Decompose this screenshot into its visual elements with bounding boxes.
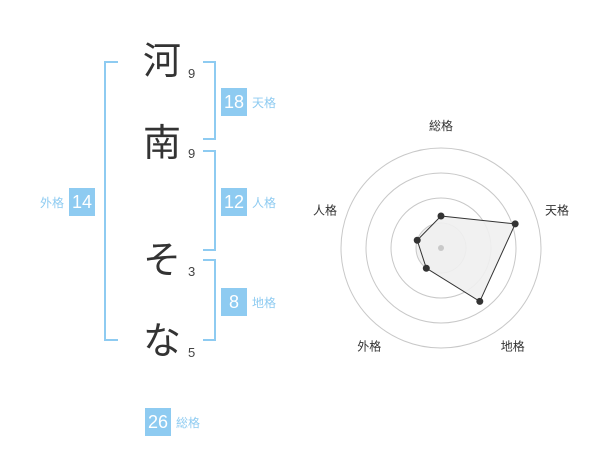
gaikaku-bracket — [104, 61, 118, 341]
jinkaku-score: 12 人格 — [221, 188, 276, 216]
chikaku-value: 8 — [221, 288, 247, 316]
name-char-3: そ — [142, 238, 181, 282]
tenkaku-value: 18 — [221, 88, 248, 116]
gaikaku-value: 14 — [69, 188, 96, 216]
soukaku-label: 総格 — [176, 415, 201, 430]
stroke-count-1: 9 — [188, 66, 196, 81]
tenkaku-bracket — [203, 61, 216, 140]
soukaku-score: 26 総格 — [145, 408, 200, 436]
name-char-1: 河 — [142, 39, 181, 83]
stroke-count-2: 9 — [188, 146, 196, 161]
name-char-2: 南 — [142, 121, 181, 165]
radar-axis-label-4: 外格 — [357, 339, 381, 354]
stroke-count-3: 3 — [188, 264, 196, 279]
radar-ring-3 — [365, 172, 517, 324]
radar-point-4 — [422, 264, 430, 272]
jinkaku-value: 12 — [221, 188, 248, 216]
radar-points — [413, 212, 519, 305]
radar-point-1 — [437, 212, 445, 220]
radar-axis-label-5: 人格 — [313, 202, 337, 217]
radar-point-5 — [413, 236, 421, 244]
tenkaku-score: 18 天格 — [221, 88, 276, 116]
tenkaku-label: 天格 — [252, 95, 277, 110]
chikaku-label: 地格 — [252, 295, 277, 310]
radar-axis-label-3: 地格 — [501, 339, 525, 354]
radar-axis-label-2: 天格 — [545, 202, 569, 217]
radar-center-dot — [438, 245, 444, 251]
stroke-count-4: 5 — [188, 345, 196, 360]
name-char-4: な — [142, 319, 181, 363]
gaikaku-label: 外格 — [40, 195, 65, 210]
gaikaku-score: 外格 14 — [40, 188, 96, 216]
radar-point-2 — [511, 220, 519, 228]
radar-area — [416, 215, 516, 303]
jinkaku-label: 人格 — [252, 195, 277, 210]
radar-axis-label-1: 総格 — [429, 118, 453, 133]
radar-ring-4 — [340, 147, 542, 349]
chikaku-bracket — [203, 259, 216, 341]
jinkaku-bracket — [203, 150, 216, 251]
radar-point-3 — [476, 297, 484, 305]
soukaku-value: 26 — [145, 408, 172, 436]
chikaku-score: 8 地格 — [221, 288, 276, 316]
